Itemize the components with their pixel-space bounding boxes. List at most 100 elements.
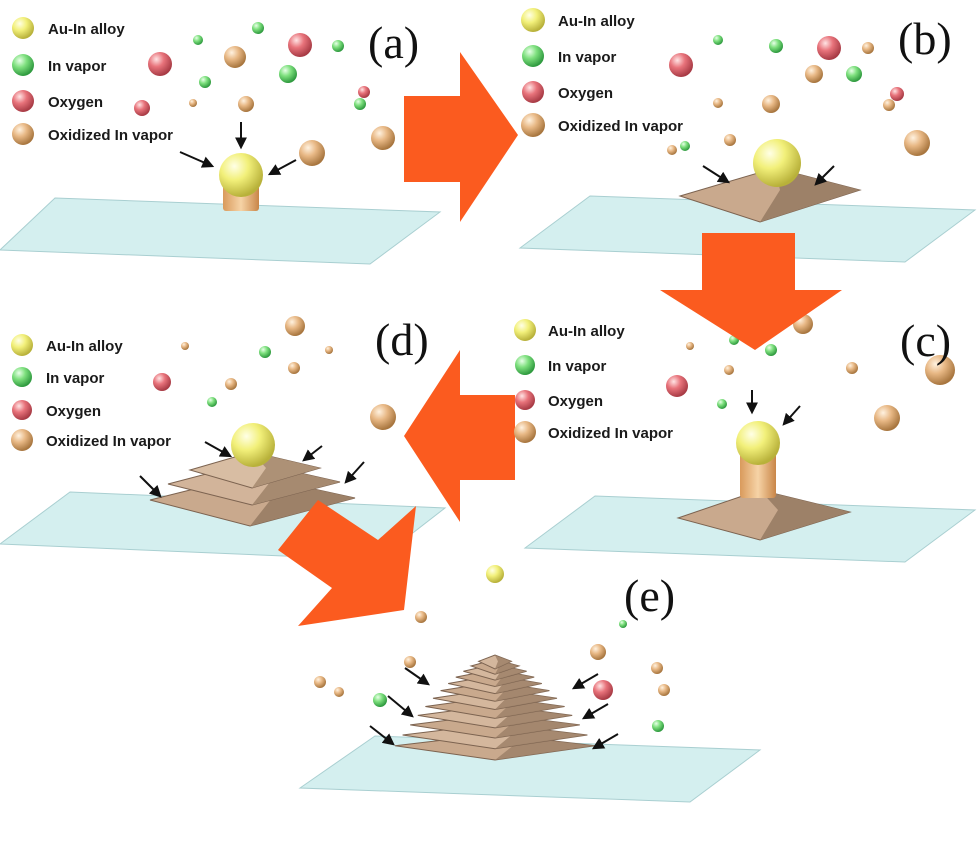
in-vapor-particle — [713, 35, 723, 45]
oxygen-particle — [669, 53, 693, 77]
in-vapor-particle — [717, 399, 727, 409]
in-vapor-particle — [207, 397, 217, 407]
legend-au-in-alloy-swatch — [11, 334, 33, 356]
oxidized-in-vapor-particle — [371, 126, 395, 150]
oxygen-particle — [358, 86, 370, 98]
oxidized-in-vapor-particle — [805, 65, 823, 83]
legend-in-vapor-label: In vapor — [558, 49, 617, 66]
incoming-arrow-icon — [782, 405, 801, 426]
oxygen-particle — [153, 373, 171, 391]
incoming-arrows — [139, 122, 835, 750]
substrate-b — [518, 195, 977, 263]
structure-c — [676, 421, 852, 541]
legend-c: Au-In alloy In vapor Oxygen Oxidized In … — [514, 319, 673, 443]
legend-au-in-alloy-swatch — [521, 8, 545, 32]
legend-oxidized-in-vapor-swatch — [11, 429, 33, 451]
incoming-arrow-icon — [267, 159, 297, 176]
in-vapor-particle — [279, 65, 297, 83]
alloy-droplet — [753, 139, 801, 187]
incoming-arrow-icon — [571, 673, 599, 690]
oxidized-in-vapor-particle — [299, 140, 325, 166]
oxidized-in-vapor-particle — [288, 362, 300, 374]
in-vapor-particle — [619, 620, 627, 628]
flow-arrow-right-icon — [404, 52, 518, 222]
alloy-droplet — [486, 565, 504, 583]
oxygen-particle — [288, 33, 312, 57]
legend-in-vapor-swatch — [12, 54, 34, 76]
legend-au-in-alloy-label: Au-In alloy — [548, 323, 625, 340]
legend-oxygen-swatch — [515, 390, 535, 410]
oxidized-in-vapor-particle — [415, 611, 427, 623]
in-vapor-particle — [354, 98, 366, 110]
in-vapor-particle — [193, 35, 203, 45]
legend-oxygen-label: Oxygen — [548, 393, 603, 410]
incoming-arrow-icon — [581, 703, 609, 720]
legend-oxidized-in-vapor-swatch — [12, 123, 34, 145]
in-vapor-particle — [332, 40, 344, 52]
legend-oxidized-in-vapor-label: Oxidized In vapor — [48, 127, 173, 144]
oxidized-in-vapor-particle — [862, 42, 874, 54]
legend-a: Au-In alloy In vapor Oxygen Oxidized In … — [12, 17, 173, 145]
oxidized-in-vapor-particle — [651, 662, 663, 674]
legend-oxidized-in-vapor-label: Oxidized In vapor — [46, 433, 171, 450]
legend-d: Au-In alloy In vapor Oxygen Oxidized In … — [11, 334, 171, 451]
incoming-arrow-icon — [591, 733, 619, 750]
legend-in-vapor-label: In vapor — [548, 358, 607, 375]
oxidized-in-vapor-particle — [189, 99, 197, 107]
in-vapor-particle — [199, 76, 211, 88]
in-vapor-particle — [652, 720, 664, 732]
legend-oxidized-in-vapor-label: Oxidized In vapor — [558, 118, 683, 135]
legend-au-in-alloy-swatch — [12, 17, 34, 39]
oxidized-in-vapor-particle — [334, 687, 344, 697]
oxidized-in-vapor-particle — [314, 676, 326, 688]
oxidized-in-vapor-particle — [713, 98, 723, 108]
incoming-arrow-icon — [179, 151, 215, 168]
oxidized-in-vapor-particle — [658, 684, 670, 696]
legend-in-vapor-label: In vapor — [48, 58, 107, 75]
legend-oxidized-in-vapor-label: Oxidized In vapor — [548, 425, 673, 442]
pyramid-layer-shadow — [495, 655, 512, 669]
in-vapor-particle — [259, 346, 271, 358]
incoming-arrow-icon — [369, 725, 395, 746]
legend-au-in-alloy-label: Au-In alloy — [558, 13, 635, 30]
flow-arrows — [278, 52, 842, 626]
in-vapor-particle — [373, 693, 387, 707]
vapor-particles — [134, 22, 955, 732]
oxygen-particle — [817, 36, 841, 60]
oxygen-particle — [134, 100, 150, 116]
legend-b: Au-In alloy In vapor Oxygen Oxidized In … — [521, 8, 683, 137]
panel-label-e: (e) — [624, 570, 675, 621]
flow-arrow-down-icon — [660, 233, 842, 350]
oxidized-in-vapor-particle — [874, 405, 900, 431]
oxygen-particle — [593, 680, 613, 700]
flow-arrow-down-left-icon — [278, 500, 416, 626]
incoming-arrow-icon — [344, 461, 365, 484]
incoming-arrow-icon — [139, 475, 162, 498]
legend-au-in-alloy-label: Au-In alloy — [48, 21, 125, 38]
substrate-a — [0, 197, 442, 265]
pyramid-layer-3-shadow — [252, 452, 320, 488]
oxidized-in-vapor-particle — [225, 378, 237, 390]
incoming-arrow-icon — [404, 667, 430, 686]
oxidized-in-vapor-particle — [370, 404, 396, 430]
legend-oxygen-swatch — [12, 400, 32, 420]
pyramid-layer-shadow — [760, 490, 850, 540]
legend-oxidized-in-vapor-swatch — [521, 113, 545, 137]
oxidized-in-vapor-particle — [724, 365, 734, 375]
legend-in-vapor-swatch — [522, 45, 544, 67]
legend-oxygen-label: Oxygen — [46, 403, 101, 420]
in-vapor-particle — [252, 22, 264, 34]
oxidized-in-vapor-particle — [686, 342, 694, 350]
oxidized-in-vapor-particle — [883, 99, 895, 111]
flow-arrow-left-icon — [404, 350, 515, 522]
oxidized-in-vapor-particle — [590, 644, 606, 660]
alloy-droplet — [736, 421, 780, 465]
oxygen-particle — [148, 52, 172, 76]
oxidized-in-vapor-particle — [904, 130, 930, 156]
in-vapor-particle — [846, 66, 862, 82]
incoming-arrow-icon — [302, 445, 323, 462]
structure-a — [219, 153, 263, 211]
incoming-arrow-icon — [814, 165, 835, 186]
panel-label-b: (b) — [898, 13, 952, 64]
